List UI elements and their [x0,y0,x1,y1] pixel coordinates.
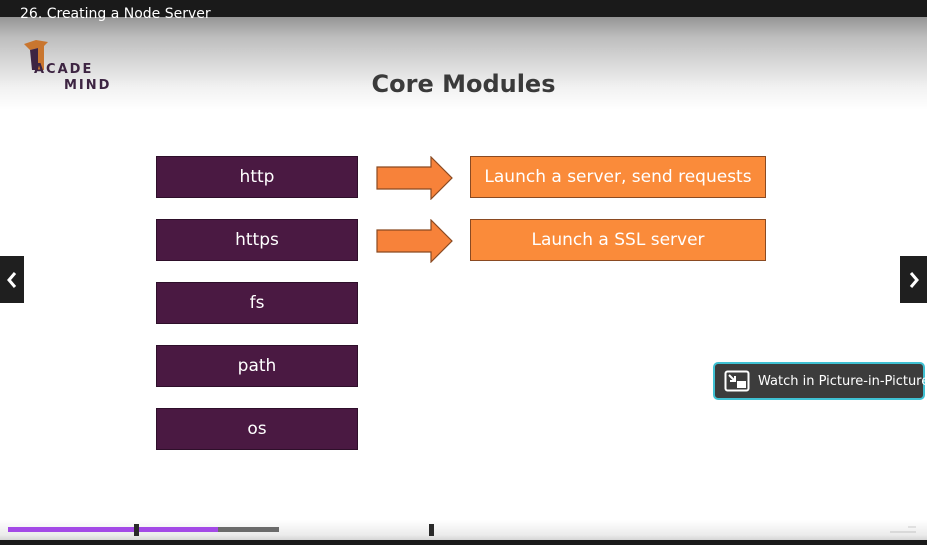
progress-fill [8,527,218,532]
picture-in-picture-button[interactable]: Watch in Picture-in-Picture [713,362,927,400]
bottom-strip [0,540,927,545]
video-title: 26. Creating a Node Server [20,6,211,22]
module-box-fs: fs [156,282,358,324]
description-box-https: Launch a SSL server [470,219,766,261]
module-box-path: path [156,345,358,387]
arrow-icon [376,219,453,263]
picture-in-picture-icon [724,370,750,392]
chevron-left-icon [7,271,17,288]
previous-lecture-button[interactable] [0,256,24,303]
chevron-right-icon [909,271,919,288]
arrow-icon [376,156,453,200]
title-bar [0,0,927,17]
progress-track[interactable] [8,527,279,532]
academind-logo: ACADE MIND [22,40,122,95]
seek-marker[interactable] [429,524,434,536]
top-gradient [0,0,927,110]
description-box-http: Launch a server, send requests [470,156,766,198]
logo-mark-icon [24,40,48,70]
module-box-os: os [156,408,358,450]
next-lecture-button[interactable] [900,256,927,303]
settings-icon[interactable] [888,523,918,535]
slide-title: Core Modules [371,70,556,98]
picture-in-picture-label: Watch in Picture-in-Picture [758,373,927,389]
logo-text-mind: MIND [64,78,112,93]
module-box-https: https [156,219,358,261]
progress-handle[interactable] [134,524,139,536]
module-box-http: http [156,156,358,198]
logo-text-acade: ACADE [34,62,94,77]
